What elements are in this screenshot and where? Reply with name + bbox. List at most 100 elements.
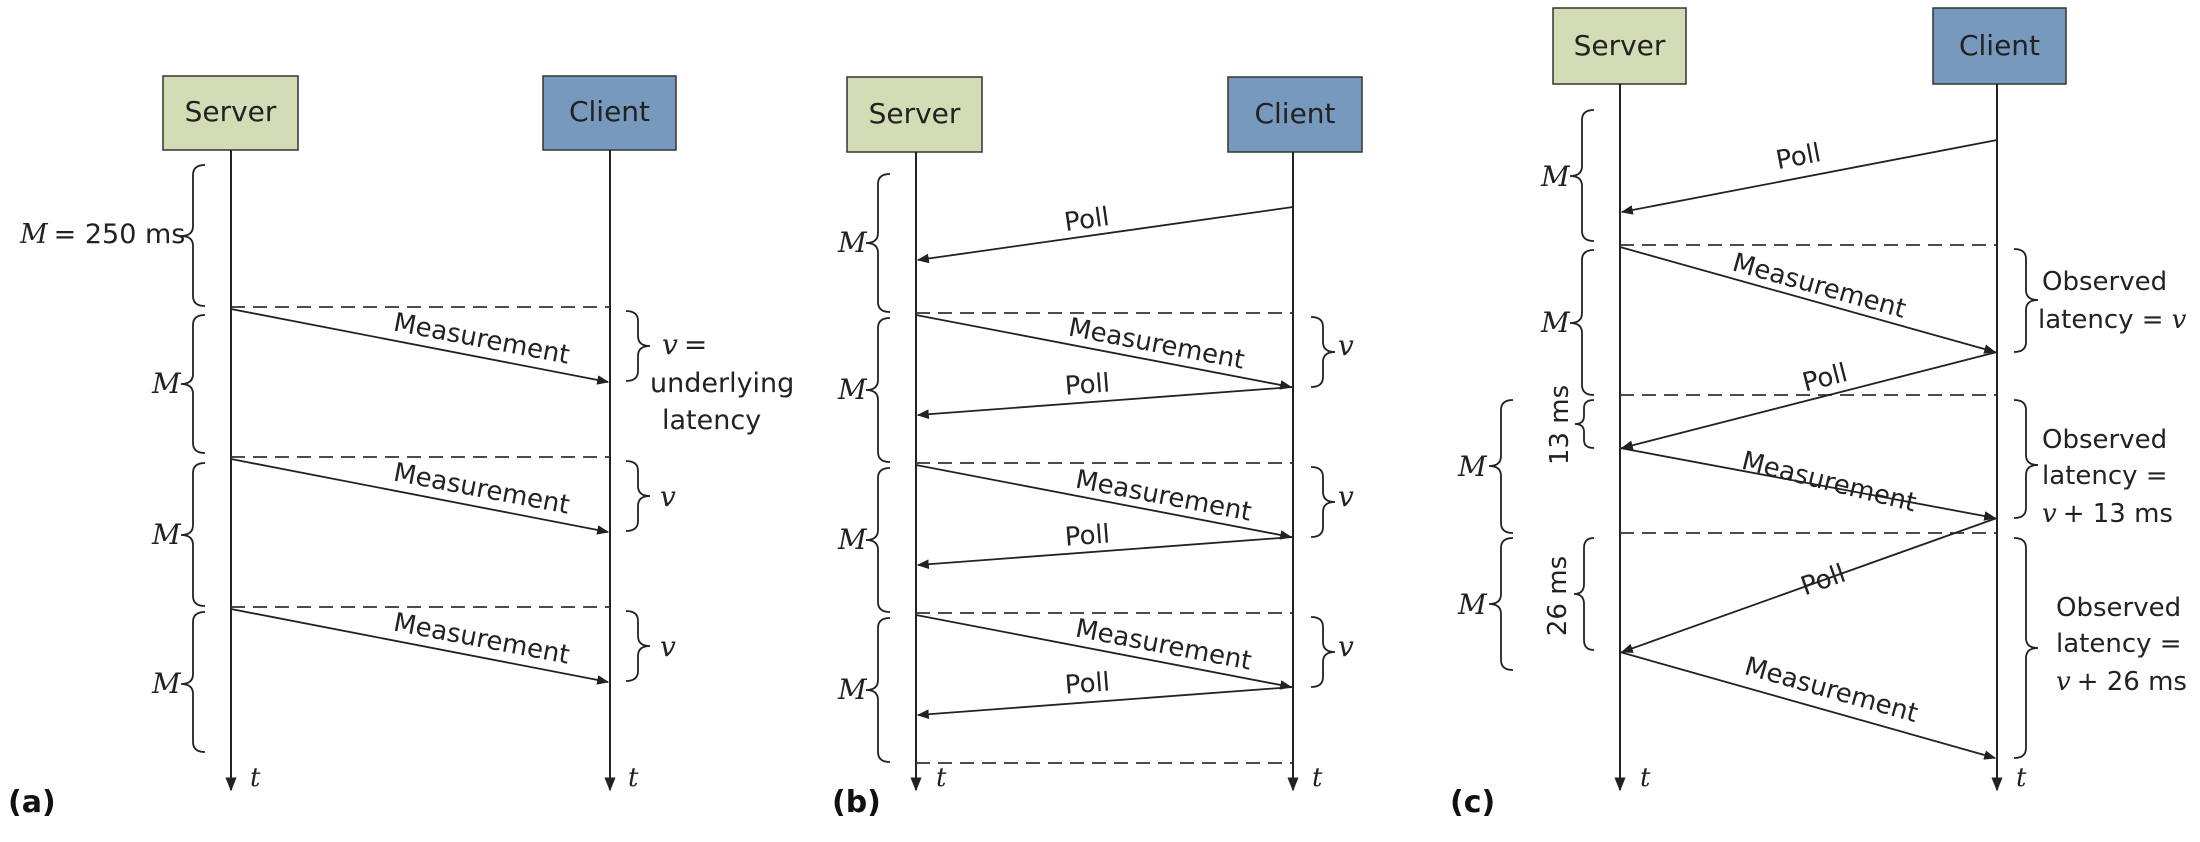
- time-label-a-client: t: [628, 763, 639, 793]
- brace-obs-c3: [2013, 537, 2039, 759]
- msg-poll-b1: [916, 386, 1294, 419]
- client-label-a: Client: [569, 95, 650, 128]
- msg-measure-a1: [230, 308, 610, 385]
- measure-label-c2: Measurement: [1739, 446, 1919, 518]
- server-label-a: Server: [185, 95, 277, 128]
- panel-b: Server Client t t Poll Measurement Poll …: [832, 76, 1363, 820]
- client-label-b: Client: [1254, 97, 1335, 130]
- m-eq-label-a: M= 250 ms: [19, 219, 185, 250]
- brace-v-b2: [1310, 466, 1336, 538]
- brace-v-a2: [625, 460, 651, 532]
- v-label-b1: v: [1338, 329, 1354, 362]
- m-label-b2: M: [837, 523, 868, 556]
- m-label-b1: M: [837, 373, 868, 406]
- poll-label-b2: Poll: [1064, 519, 1111, 552]
- poll-label-c2: Poll: [1797, 559, 1850, 602]
- measure-label-b2: Measurement: [1073, 465, 1254, 528]
- measure-label-c3: Measurement: [1741, 652, 1921, 729]
- v-label-b2: v: [1338, 480, 1354, 513]
- msg-measure-b1: [915, 314, 1293, 390]
- server-box-c: [1552, 7, 1687, 85]
- brace-m-b0: [865, 173, 891, 313]
- time-label-b-client: t: [1312, 763, 1323, 793]
- measure-label-b1: Measurement: [1066, 313, 1247, 376]
- server-box-a: [162, 75, 299, 151]
- v-label-a2: v: [660, 480, 676, 513]
- msg-measure-a2: [230, 458, 610, 535]
- msg-poll-b2: [916, 536, 1294, 569]
- panel-label-a: (a): [8, 785, 56, 820]
- brace-m-c3: [1488, 537, 1514, 671]
- msg-measure-b3: [915, 614, 1293, 690]
- brace-m-c2: [1488, 399, 1514, 534]
- brace-m-b1: [865, 317, 891, 463]
- time-label-c-client: t: [2016, 763, 2027, 793]
- msg-measure-b2: [915, 464, 1293, 540]
- m-label-b3: M: [837, 673, 868, 706]
- server-box-b: [846, 76, 983, 153]
- brace-m-b3: [865, 617, 891, 763]
- ms13-label-c: 13 ms: [1545, 385, 1575, 465]
- v-eq-label-a: v=: [662, 328, 707, 361]
- m-label-c0: M: [1540, 160, 1571, 193]
- m-label-c1: M: [1540, 306, 1571, 339]
- measure-label-a1: Measurement: [391, 308, 572, 371]
- msg-poll-c2: [1620, 517, 1998, 653]
- poll-label-b3: Poll: [1064, 667, 1111, 700]
- panel-a: Server Client t t Measurement Measuremen…: [8, 75, 794, 820]
- client-box-a: [542, 75, 677, 151]
- panel-c: Server Client t t Poll Measurement Poll …: [1450, 7, 2187, 820]
- msg-poll-b3: [916, 686, 1294, 719]
- brace-v-a3: [625, 610, 651, 682]
- ms26-label-c: 26 ms: [1543, 556, 1573, 636]
- brace-m-a1: [180, 314, 206, 454]
- msg-measure-c3: [1619, 651, 1997, 760]
- time-label-b-server: t: [936, 763, 947, 793]
- m-label-a2: M: [151, 518, 182, 551]
- brace-v-b1: [1310, 316, 1336, 388]
- client-label-c: Client: [1959, 29, 2040, 62]
- measure-label-c1: Measurement: [1729, 248, 1909, 325]
- brace-m-c1: [1569, 249, 1595, 396]
- brace-v-a1: [625, 310, 651, 382]
- brace-v-b3: [1310, 616, 1336, 688]
- msg-poll-c0: [1620, 139, 1998, 215]
- time-label-a-server: t: [250, 763, 261, 793]
- observed-label-c3: Observed: [2056, 593, 2181, 623]
- brace-m-a3: [180, 611, 206, 753]
- client-box-b: [1227, 76, 1363, 153]
- measure-label-a3: Measurement: [391, 608, 572, 671]
- brace-26ms-c: [1573, 537, 1595, 651]
- latency-label-c2: latency =: [2042, 461, 2168, 491]
- server-label-c: Server: [1574, 29, 1666, 62]
- panel-label-b: (b): [832, 785, 881, 820]
- poll-label-b0: Poll: [1062, 202, 1111, 238]
- msg-poll-c1: [1620, 351, 1998, 450]
- panel-label-c: (c): [1450, 785, 1495, 820]
- poll-label-c0: Poll: [1774, 138, 1824, 176]
- v-plus26-label-c3: v+ 26 ms: [2056, 667, 2187, 697]
- brace-obs-c1: [2013, 248, 2039, 353]
- brace-m-a2: [180, 462, 206, 607]
- observed-label-c2: Observed: [2042, 425, 2167, 455]
- brace-m-a0: [180, 164, 206, 307]
- server-label-b: Server: [869, 97, 961, 130]
- m-label-b0: M: [837, 226, 868, 259]
- m-label-c2: M: [1457, 450, 1488, 483]
- msg-measure-c1: [1619, 246, 1997, 354]
- v-label-a3: v: [660, 630, 676, 663]
- m-label-c3: M: [1457, 588, 1488, 621]
- latency-v-label-c1: latency =v: [2038, 305, 2187, 335]
- brace-13ms-c: [1574, 399, 1595, 449]
- underlying-label-a: underlying: [650, 368, 794, 399]
- msg-poll-b0: [916, 206, 1294, 264]
- observed-label-c1: Observed: [2042, 267, 2167, 297]
- measure-label-a2: Measurement: [391, 458, 572, 521]
- msg-measure-c2: [1619, 447, 1997, 521]
- latency-label-a: latency: [662, 405, 761, 436]
- brace-m-c0: [1569, 109, 1595, 242]
- brace-m-b2: [865, 467, 891, 613]
- client-box-c: [1932, 7, 2067, 85]
